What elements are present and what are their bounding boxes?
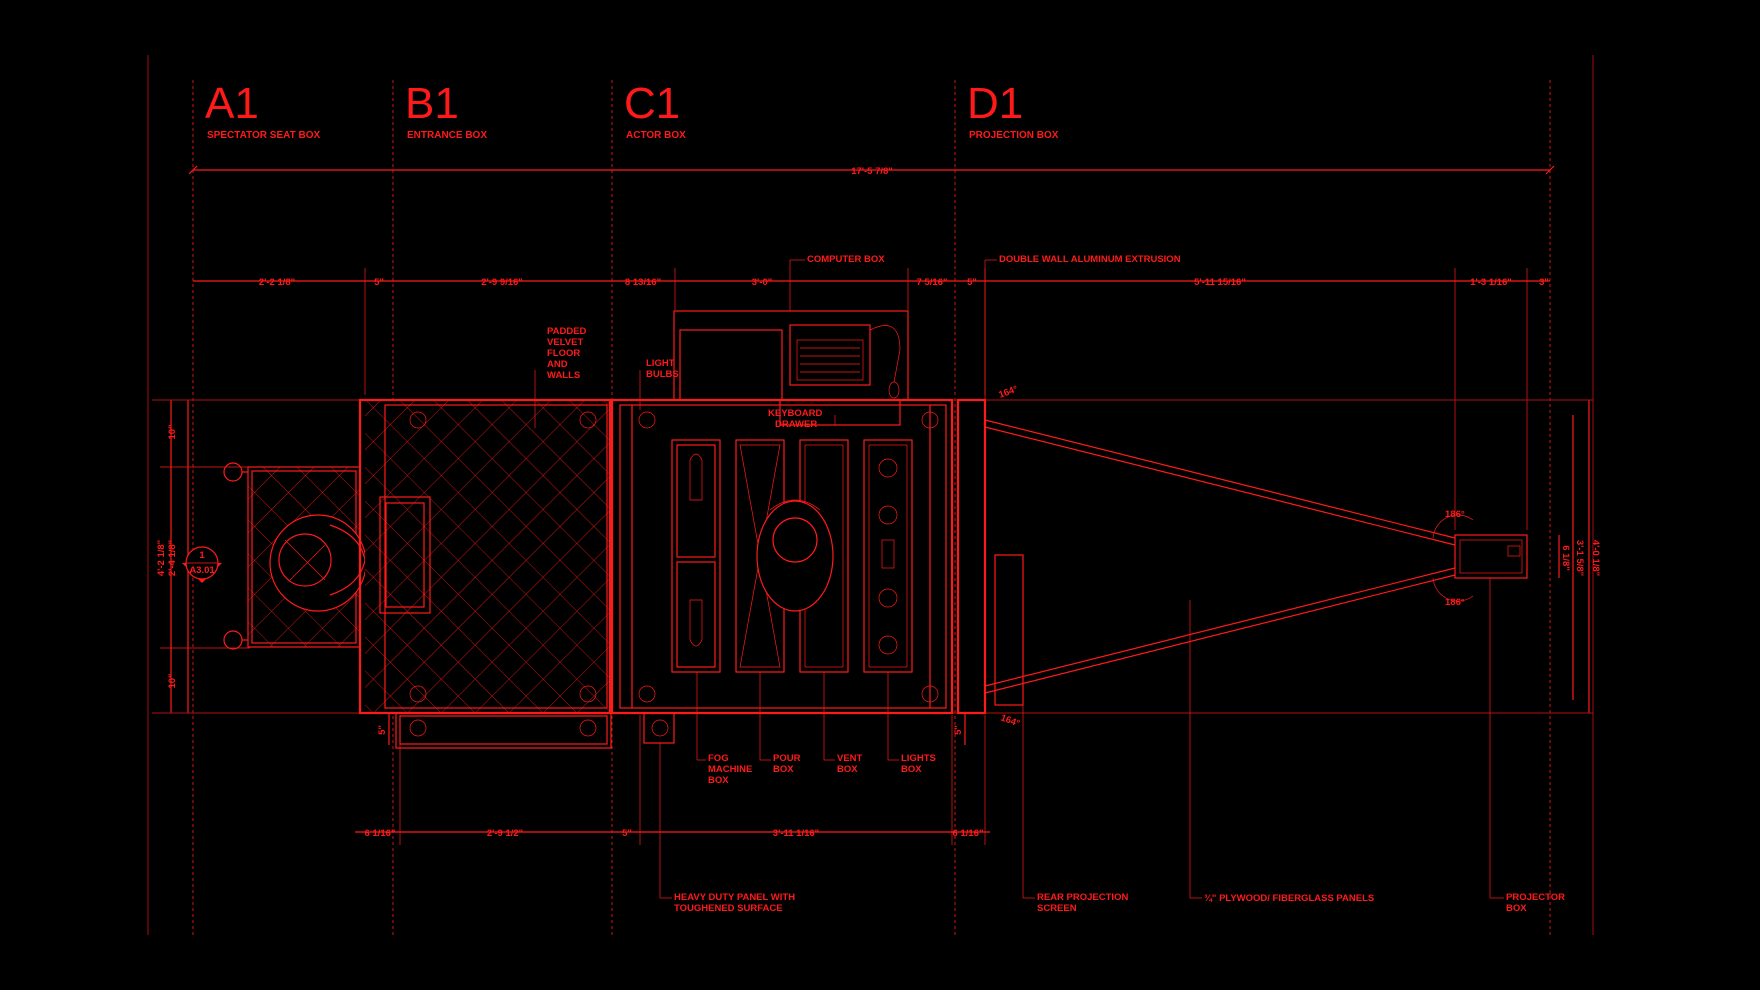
note-lights: LIGHTS — [901, 753, 936, 764]
dim-text: 2'-9 9/16" — [481, 277, 523, 288]
marker-sheet: A3.01 — [189, 565, 215, 576]
note-lights: BOX — [901, 764, 922, 775]
overall-dimension: 17'-5 7/8" — [188, 165, 1555, 177]
bottom-dimension-string: 6 1/16" 2'-9 1/2" 5" 3'-11 1/16" 6 1/16" — [355, 715, 990, 845]
section-header-a1: A1 SPECTATOR SEAT BOX — [205, 79, 320, 141]
dim-text: 10" — [167, 673, 178, 688]
actor-figure — [756, 499, 834, 612]
note-computer-box: COMPUTER BOX — [807, 254, 885, 265]
dim-text: 5'-11 15/16" — [1194, 277, 1246, 288]
section-code: C1 — [624, 79, 680, 128]
dim-text: 4'-0 1/8" — [1590, 540, 1601, 576]
note-fog: BOX — [708, 775, 729, 786]
section-header-d1: D1 PROJECTION BOX — [967, 79, 1059, 141]
fog-machine-box — [671, 439, 721, 760]
right-dimension-string: 6 1/8" 3'-1 5/8" 4'-0 1/8" — [1558, 400, 1601, 713]
dim-text: 5" — [967, 277, 977, 288]
dim-text: 5" — [622, 828, 632, 839]
note-heavy-duty: TOUGHENED SURFACE — [674, 903, 783, 914]
note-vent: BOX — [837, 764, 858, 775]
spectator-seat-box: 1 A3.01 — [182, 462, 367, 650]
section-name: SPECTATOR SEAT BOX — [207, 130, 320, 141]
note-fog: MACHINE — [708, 764, 752, 775]
note-pour: POUR — [773, 753, 801, 764]
note-projector: PROJECTOR — [1506, 892, 1565, 903]
dim-text: 7 5/16" — [917, 277, 948, 288]
dim-text: 1'-3 1/16" — [1470, 277, 1512, 288]
lights-box — [863, 439, 913, 760]
small-vertical-dims: 5" 5" — [377, 712, 966, 745]
dim-text: 2'-4 1/8" — [167, 540, 178, 576]
sheet-border — [147, 55, 1594, 935]
dim-text: 10" — [167, 424, 178, 439]
section-code: A1 — [205, 79, 259, 128]
note-keyboard: KEYBOARD — [768, 408, 823, 419]
dim-text: 3'-0" — [752, 277, 773, 288]
note-keyboard: DRAWER — [775, 419, 817, 430]
section-code: D1 — [967, 79, 1023, 128]
dim-text: 6 1/16" — [953, 828, 984, 839]
projection-box: 164° 164° 186° 186° DOUBLE WALL ALUMINUM… — [956, 254, 1565, 914]
section-marker: 1 A3.01 — [182, 546, 222, 583]
dim-text: 6 1/16" — [365, 828, 396, 839]
dim-text: 3" — [1539, 277, 1549, 288]
note-padded: PADDED — [547, 326, 587, 337]
seated-person-figure — [269, 514, 367, 612]
note-padded: WALLS — [547, 370, 580, 381]
marker-number: 1 — [199, 550, 205, 561]
dim-text: 5" — [953, 725, 964, 735]
note-heavy-duty: HEAVY DUTY PANEL WITH — [674, 892, 795, 903]
section-header-b1: B1 ENTRANCE BOX — [405, 79, 487, 141]
note-projector: BOX — [1506, 903, 1527, 914]
note-pour: BOX — [773, 764, 794, 775]
note-fog: FOG — [708, 753, 729, 764]
note-vent: VENT — [837, 753, 863, 764]
note-rear-projection: SCREEN — [1037, 903, 1077, 914]
section-name: ACTOR BOX — [626, 130, 686, 141]
angle-text: 186° — [1445, 509, 1465, 520]
note-aluminum: DOUBLE WALL ALUMINUM EXTRUSION — [999, 254, 1181, 265]
section-name: ENTRANCE BOX — [407, 130, 487, 141]
section-header-c1: C1 ACTOR BOX — [624, 79, 686, 141]
dim-text: 4'-2 1/8" — [156, 540, 167, 576]
dim-text: 2'-9 1/2" — [487, 828, 523, 839]
note-light-bulbs: BULBS — [646, 369, 679, 380]
dim-text: 2'-2 1/8" — [259, 277, 295, 288]
angle-text: 164° — [997, 384, 1019, 401]
entrance-box: PADDED VELVET FLOOR AND WALLS — [358, 326, 612, 749]
dim-text: 5" — [377, 725, 388, 735]
computer-box: COMPUTER BOX KEYBOARD DRAWER — [673, 254, 909, 430]
note-rear-projection: REAR PROJECTION — [1037, 892, 1128, 903]
note-plywood: ¾" PLYWOOD/ FIBERGLASS PANELS — [1204, 893, 1374, 904]
dim-text: 6 1/8" — [1560, 545, 1571, 571]
note-padded: VELVET — [547, 337, 583, 348]
dim-text: 5" — [374, 277, 384, 288]
dim-text: 17'-5 7/8" — [851, 166, 893, 177]
section-name: PROJECTION BOX — [969, 130, 1059, 141]
angle-text: 164° — [999, 712, 1021, 729]
note-light-bulbs: LIGHT — [646, 358, 675, 369]
dim-text: 3'-11 1/16" — [773, 828, 819, 839]
dim-text: 8 13/16" — [625, 277, 661, 288]
note-padded: FLOOR — [547, 348, 580, 359]
angle-text: 186° — [1445, 597, 1465, 608]
actor-box: COMPUTER BOX KEYBOARD DRAWER LIGHT BULBS — [610, 254, 954, 914]
section-code: B1 — [405, 79, 459, 128]
dim-text: 3'-1 5/8" — [1574, 540, 1585, 576]
note-padded: AND — [547, 359, 568, 370]
